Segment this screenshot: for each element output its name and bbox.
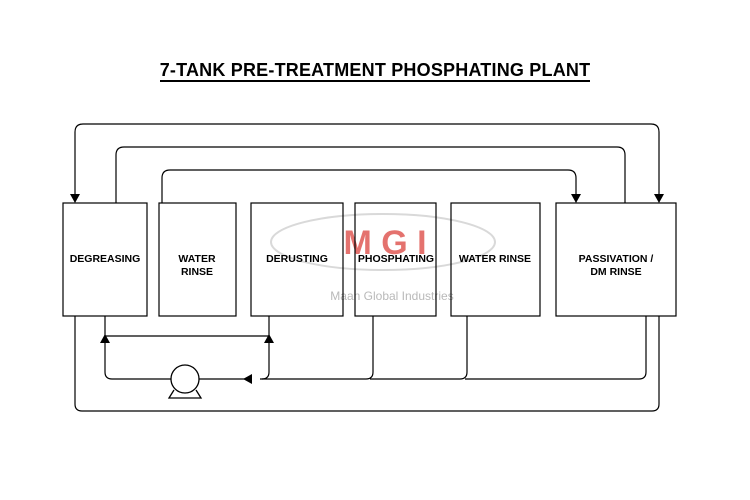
label-water-rinse-1-line2: RINSE — [181, 266, 213, 278]
diagram-title-text: 7-TANK PRE-TREATMENT PHOSPHATING PLANT — [159, 60, 591, 82]
label-passivation-line1: PASSIVATION / — [579, 253, 654, 265]
arrow-up-degreasing — [100, 334, 110, 343]
return-water-rinse — [370, 316, 468, 380]
tank-water-rinse-1 — [158, 202, 237, 317]
watermark-swoosh — [270, 213, 496, 271]
top-loop-outer — [74, 123, 660, 196]
label-water-rinse-2: WATER RINSE — [459, 253, 531, 265]
pump — [167, 364, 203, 399]
arrow-into-passivation-right — [654, 194, 664, 203]
pump-suction-line — [104, 342, 171, 380]
watermark: M G I Maan Global Industries — [270, 213, 496, 303]
tank-derusting — [250, 202, 344, 317]
watermark-subtitle: Maan Global Industries — [330, 289, 453, 303]
pump-base — [167, 389, 203, 399]
label-water-rinse-1-line1: WATER — [178, 253, 216, 265]
tank-degreasing — [62, 202, 148, 317]
top-loop-inner — [161, 169, 577, 203]
top-loop-middle — [115, 146, 626, 203]
label-derusting: DERUSTING — [266, 253, 328, 265]
arrow-into-pump-return — [243, 374, 252, 384]
arrow-into-passivation-left — [571, 194, 581, 203]
label-passivation-line2: DM RINSE — [590, 266, 641, 278]
bottom-loop-outer — [74, 316, 660, 412]
watermark-letters: M G I — [343, 224, 426, 262]
arrow-into-degreasing — [70, 194, 80, 203]
return-passivation — [465, 316, 647, 380]
arrow-up-derusting — [264, 334, 274, 343]
tanks — [62, 202, 677, 317]
pump-body — [170, 364, 200, 394]
flow-arrows — [70, 194, 664, 384]
label-phosphating: PHOSPHATING — [358, 253, 434, 265]
tank-passivation-dm-rinse — [555, 202, 677, 317]
return-phosphating — [260, 316, 374, 380]
pump-return-riser — [261, 342, 270, 380]
tank-water-rinse-2 — [450, 202, 541, 317]
tank-phosphating — [354, 202, 437, 317]
diagram-title: 7-TANK PRE-TREATMENT PHOSPHATING PLANT — [0, 60, 750, 82]
label-degreasing: DEGREASING — [70, 253, 141, 265]
piping — [74, 123, 660, 412]
bottom-connector — [104, 316, 270, 337]
tank-labels: DEGREASING WATER RINSE DERUSTING PHOSPHA… — [70, 253, 654, 278]
